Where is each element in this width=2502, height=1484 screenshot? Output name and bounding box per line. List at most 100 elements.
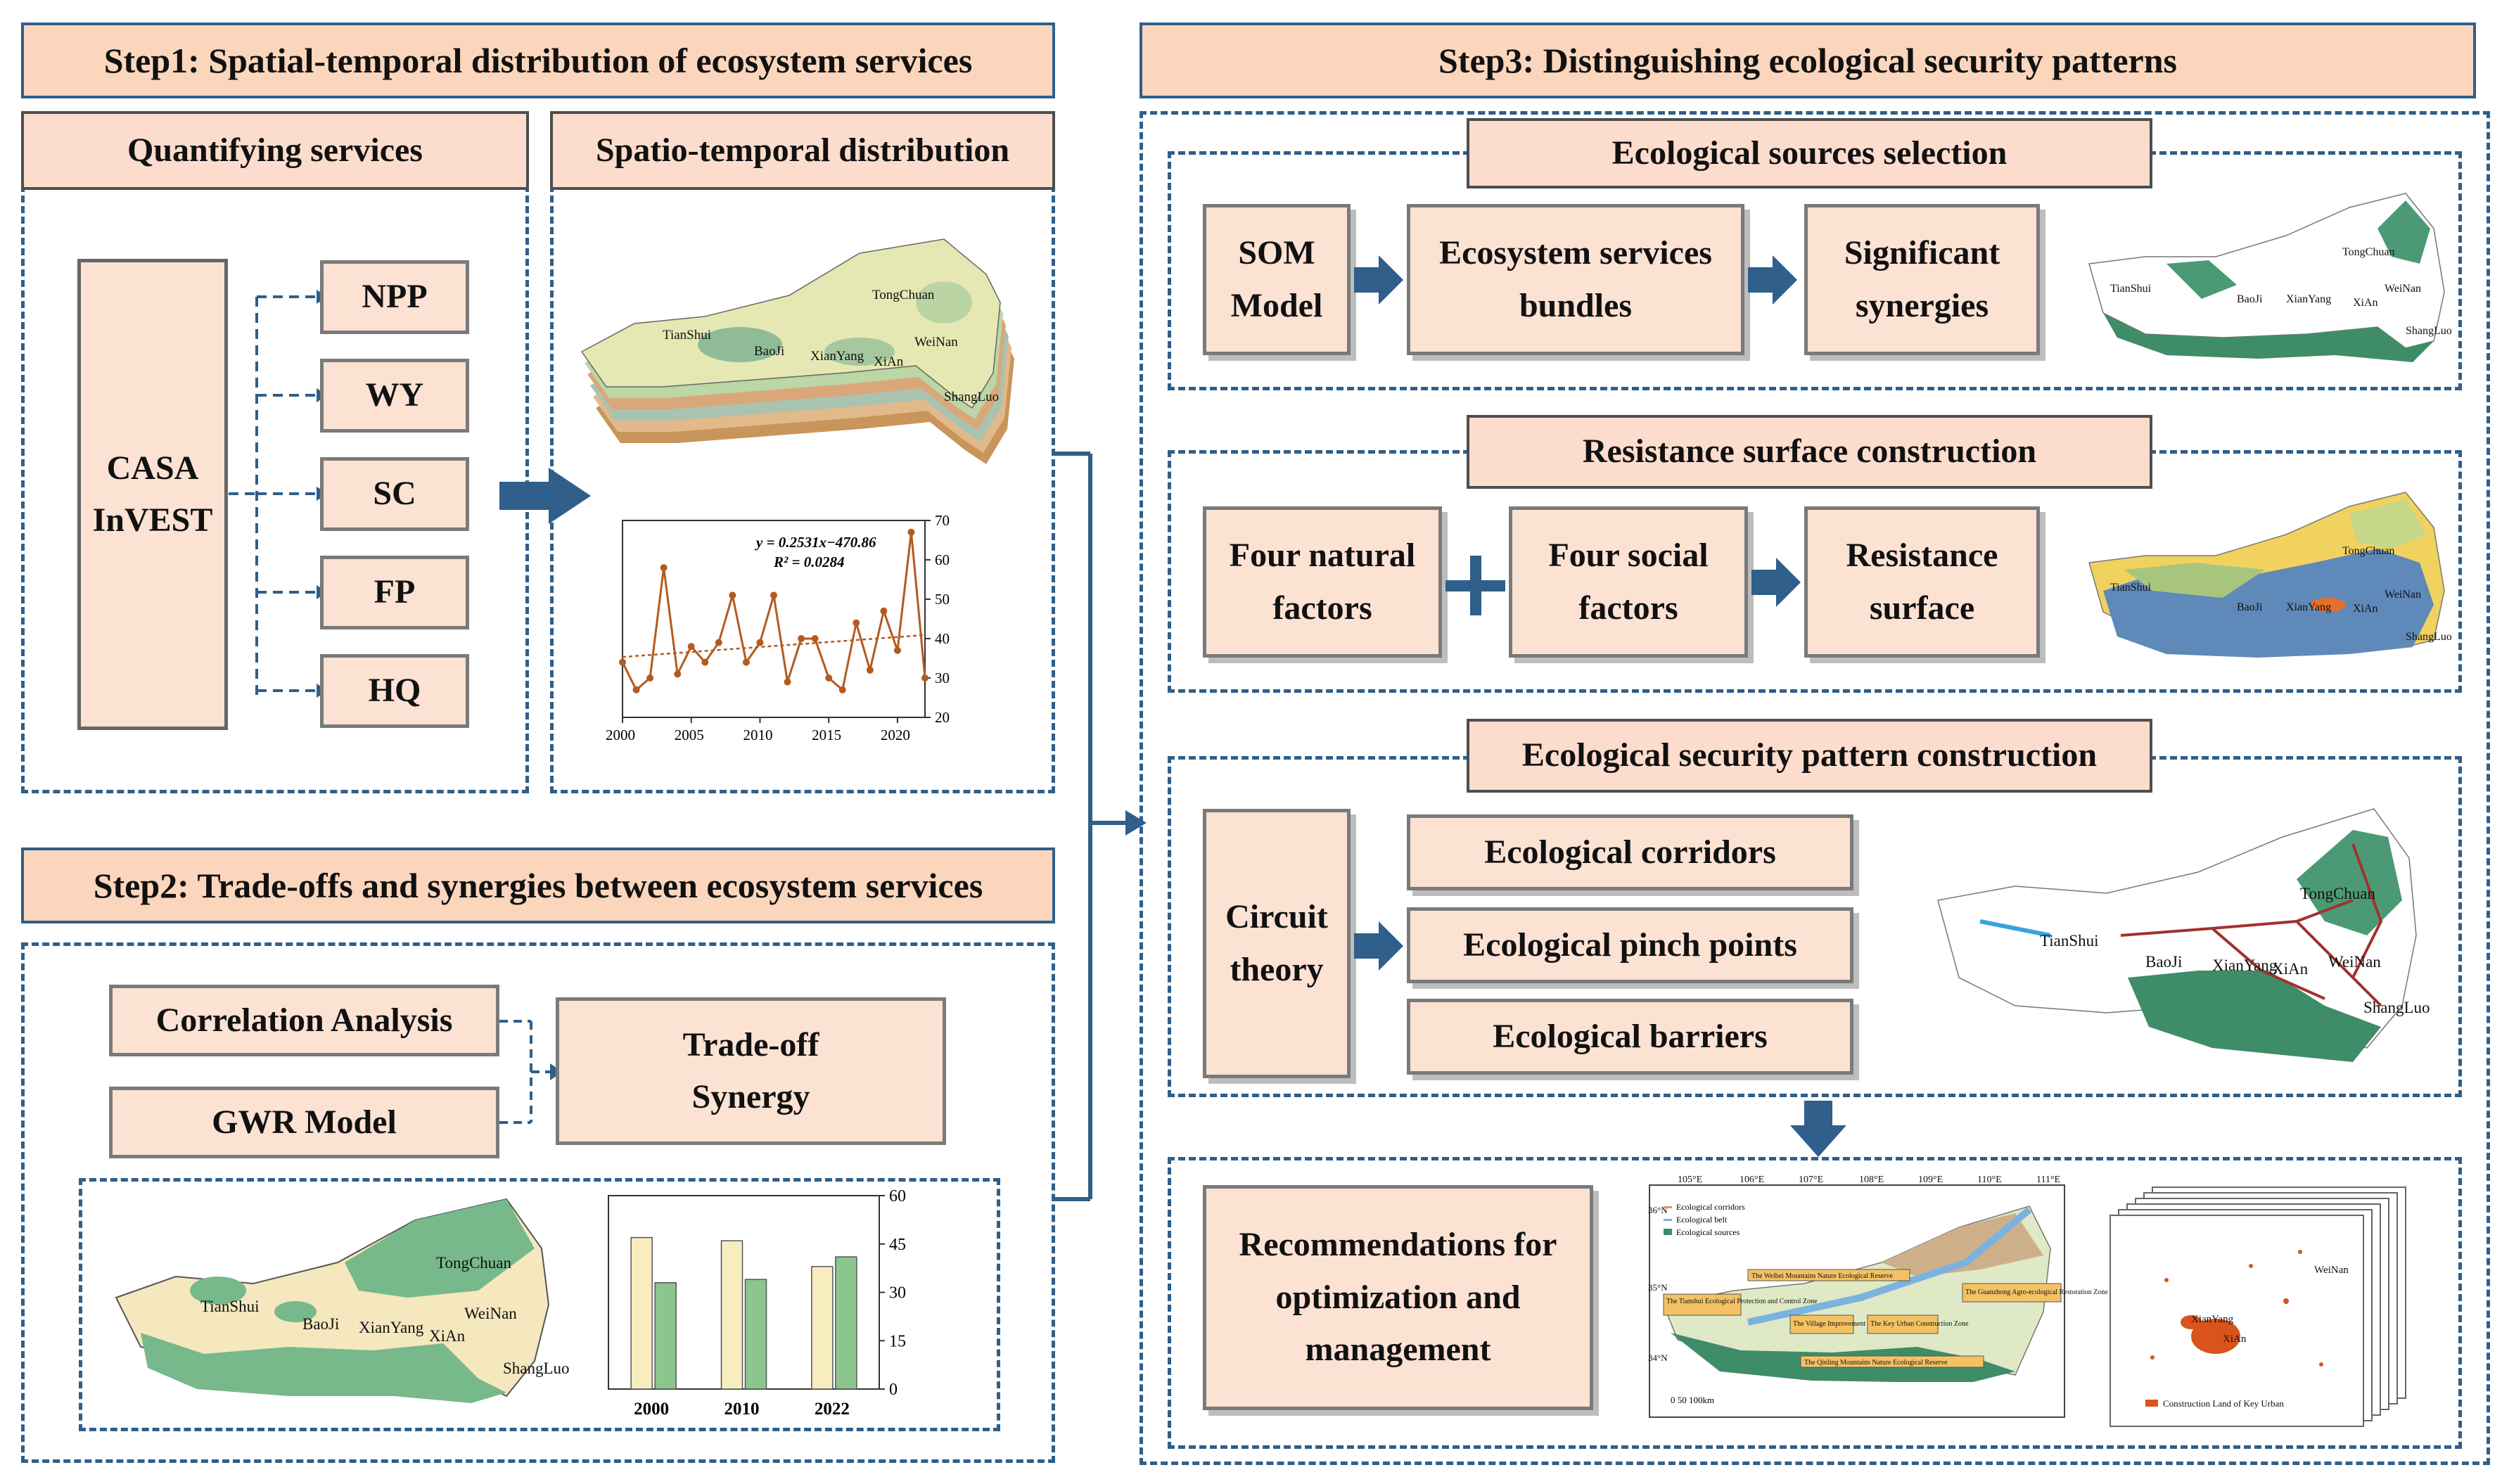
map-label: TianShui (2040, 932, 2099, 949)
zone-label: The Village Improvement Zone (1793, 1320, 1882, 1328)
service-connectors (229, 290, 328, 698)
lat-label: 36°N (1648, 1205, 1668, 1215)
pinch-points-box: Ecological pinch points (1407, 907, 1853, 983)
tradeoff-synergy-box: Trade-off Synergy (556, 997, 946, 1145)
map-label: TongChuan (2342, 545, 2394, 557)
service-sc: SC (320, 457, 469, 531)
service-npp: NPP (320, 260, 469, 334)
recommend-panel (1168, 1157, 2462, 1449)
x-tick-label: 2000 (634, 1400, 669, 1419)
y-tick-label: 45 (889, 1236, 906, 1254)
map-label: BaoJi (2237, 601, 2263, 613)
som-box: SOM Model (1203, 204, 1351, 355)
plot-frame (622, 520, 926, 718)
map-label: BaoJi (2237, 293, 2263, 305)
data-point (921, 674, 928, 682)
data-point (907, 528, 915, 536)
map-label: ShangLuo (503, 1360, 570, 1377)
recommend-box: Recommendations for optimization and man… (1203, 1185, 1593, 1410)
social-factors-box: Four social factors (1509, 506, 1748, 658)
arrow-social-surface (1751, 558, 1801, 607)
map-label: XianYang (2191, 1314, 2234, 1325)
data-point (701, 658, 709, 666)
data-point (756, 639, 764, 646)
data-point (742, 658, 750, 666)
corridors-box: Ecological corridors (1407, 814, 1853, 890)
map-label: BaoJi (302, 1315, 339, 1333)
step2-results-panel (79, 1178, 1000, 1431)
service-fp: FP (320, 556, 469, 629)
map-label: XiAn (429, 1327, 466, 1345)
lon-label: 106°E (1740, 1175, 1764, 1185)
data-point (619, 658, 626, 666)
map-label: TongChuan (2300, 885, 2375, 902)
lat-label: 34°N (1648, 1352, 1668, 1363)
y-tick-label: 0 (889, 1381, 898, 1399)
quantify-title: Quantifying services (21, 111, 529, 190)
service-wy: WY (320, 359, 469, 433)
spatio-title: Spatio-temporal distribution (550, 111, 1055, 190)
data-point (853, 619, 860, 627)
map-label: TongChuan (872, 288, 935, 302)
map-label: ShangLuo (2363, 999, 2430, 1016)
arrow-bundles-synergies (1748, 255, 1797, 305)
map-label: BaoJi (2145, 953, 2182, 971)
data-point (811, 635, 819, 642)
legend-sources: Ecological sources (1676, 1227, 1740, 1237)
resistance-map: TongChuan TianShui BaoJi WeiNan XianYang… (2088, 492, 2452, 658)
bar (835, 1256, 857, 1390)
trend-line (622, 634, 926, 658)
pattern-title: Ecological security pattern construction (1467, 719, 2152, 793)
map-label: XiAn (2353, 603, 2378, 615)
tradeoff-map: TongChuan TianShui BaoJi WeiNan XianYang… (115, 1198, 570, 1403)
zoning-map: 105°E 106°E 107°E 108°E 109°E 110°E 111°… (1648, 1175, 2108, 1418)
step2-header: Step2: Trade-offs and synergies between … (21, 847, 1055, 923)
legend-belt: Ecological belt (1676, 1215, 1728, 1224)
map-label: XiAn (2223, 1333, 2247, 1345)
barriers-box: Ecological barriers (1407, 999, 1853, 1075)
resistance-title: Resistance surface construction (1467, 415, 2152, 489)
zone-label: The Weibei Mountains Nature Ecological R… (1751, 1272, 1893, 1280)
map-label: TianShui (2110, 283, 2152, 295)
step1-arrow (499, 468, 591, 524)
data-point (632, 686, 640, 693)
circuit-box: Circuit theory (1203, 809, 1351, 1078)
bar (654, 1282, 677, 1390)
lon-label: 111°E (2036, 1175, 2060, 1185)
map-label: ShangLuo (2406, 631, 2452, 643)
urban-legend: Construction Land of Key Urban (2163, 1398, 2284, 1409)
trend-r2: R² = 0.0284 (773, 554, 845, 570)
models-box: CASA InVEST (77, 259, 228, 730)
bar (720, 1240, 743, 1390)
natural-factors-box: Four natural factors (1203, 506, 1442, 658)
lat-label: 35°N (1648, 1282, 1668, 1293)
map-label: ShangLuo (944, 390, 999, 404)
map-label: TianShui (663, 328, 711, 343)
trend-equation: y = 0.2531x−470.86 (754, 534, 876, 551)
data-point (798, 635, 805, 642)
y-tick-label: 15 (889, 1332, 906, 1350)
correlation-box: Correlation Analysis (109, 985, 499, 1056)
urban-map-stack: WeiNan XianYang XiAn Construction Land o… (2110, 1186, 2406, 1427)
data-point (660, 564, 668, 572)
plus-icon (1445, 556, 1505, 615)
step3-panel (1140, 111, 2490, 1465)
data-point (893, 646, 901, 654)
map-label: XianYang (2286, 601, 2331, 613)
map-label: WeiNan (2385, 283, 2421, 295)
x-tick-label: 2005 (675, 727, 704, 743)
lon-label: 105°E (1678, 1175, 1702, 1185)
y-tick-label: 30 (935, 670, 950, 686)
gwr-box: GWR Model (109, 1087, 499, 1158)
map-label: BaoJi (754, 344, 784, 359)
map-label: ShangLuo (2406, 325, 2452, 337)
map-label: XianYang (359, 1319, 424, 1336)
map-label: XiAn (874, 354, 904, 369)
lon-label: 107°E (1799, 1175, 1823, 1185)
lon-label: 108°E (1859, 1175, 1884, 1185)
data-point (687, 643, 695, 651)
bar (811, 1266, 834, 1390)
resistance-surface-box: Resistance surface (1804, 506, 2040, 658)
